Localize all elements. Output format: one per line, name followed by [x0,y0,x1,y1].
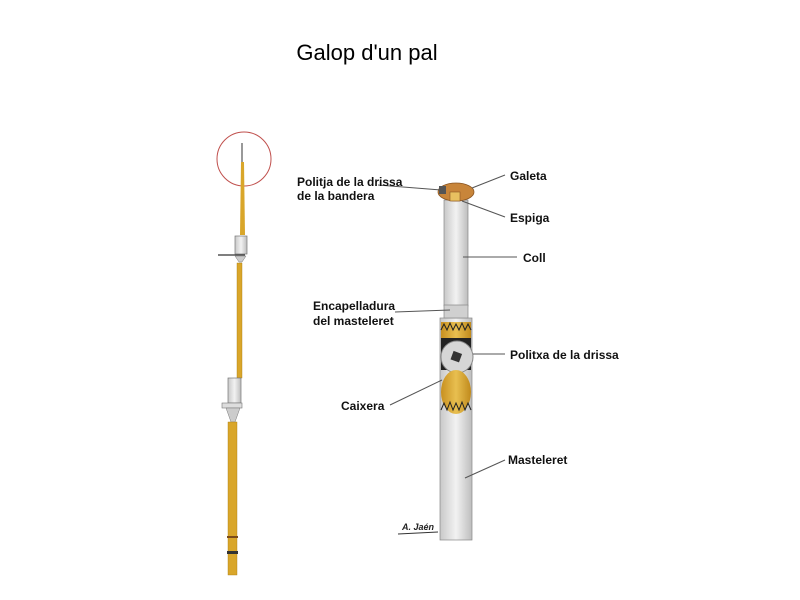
espiga [449,191,461,202]
label-caixera: Caixera [341,399,385,413]
label-politja-1: Politja de la drissa [297,175,403,189]
full-mast-overview [216,131,272,576]
masthead-detail [437,182,475,541]
label-encapelladura-2: del masteleret [313,314,394,328]
leader-lines [377,174,517,479]
label-masteleret: Masteleret [508,453,567,467]
encapelladura [443,304,469,319]
label-espiga: Espiga [510,211,550,225]
label-coll: Coll [523,251,546,265]
label-encapelladura-1: Encapelladura [313,299,395,313]
label-galeta: Galeta [510,169,547,183]
label-politja-2: de la bandera [297,189,375,203]
coll [443,199,469,307]
author-signature: A. Jaén [401,522,435,532]
diagram-title: Galop d'un pal [296,40,438,65]
label-politxa: Politxa de la drissa [510,348,619,362]
